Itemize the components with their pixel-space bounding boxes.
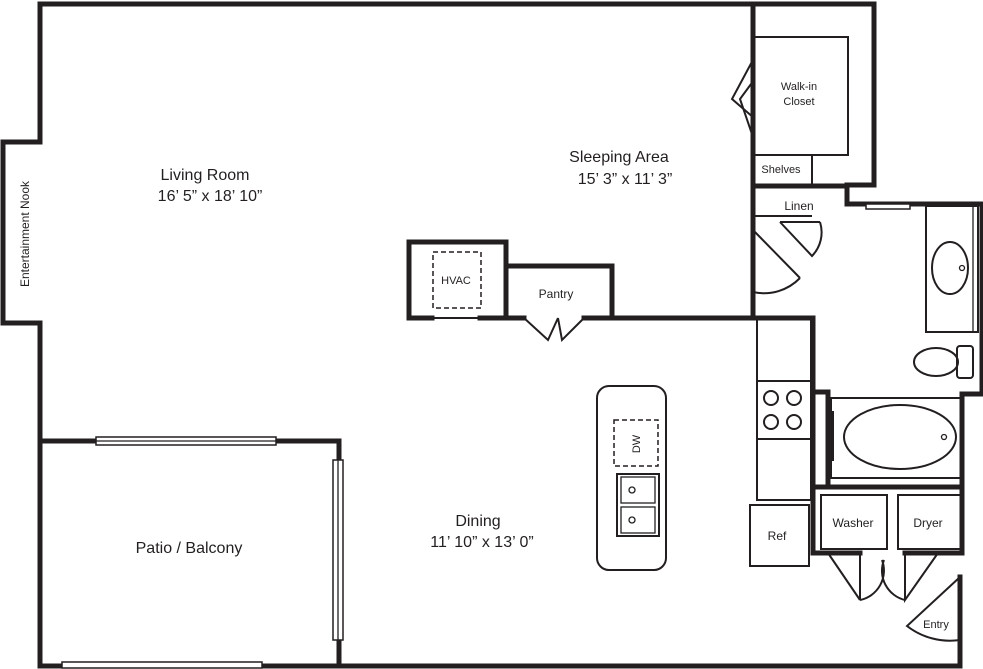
- washer: [820, 494, 888, 550]
- dishwasher: [613, 419, 659, 467]
- refrigerator-label: Ref: [768, 529, 787, 543]
- windows: [61, 203, 911, 669]
- dining-dims: 11’ 10” x 13’ 0”: [430, 534, 533, 551]
- linen-door: [779, 221, 823, 258]
- door-swings: [523, 221, 961, 642]
- kitchen-counter: [749, 317, 812, 567]
- toilet: [913, 347, 959, 377]
- patio-label: Patio / Balcony: [136, 540, 243, 557]
- kitchen-island: [596, 385, 667, 571]
- stove: [756, 380, 812, 440]
- bedroom-door: [752, 229, 801, 295]
- living-room-label: Living Room: [161, 167, 250, 184]
- vanity: [925, 205, 979, 333]
- pantry-door: [523, 317, 585, 343]
- dryer-label: Dryer: [913, 516, 942, 530]
- linen-label: Linen: [784, 199, 813, 213]
- bathroom-sink: [931, 241, 969, 295]
- bath-window: [865, 203, 911, 210]
- hvac-label: HVAC: [441, 275, 471, 287]
- dryer: [897, 494, 963, 550]
- interior-walls: [37, 183, 965, 669]
- sink: [616, 473, 660, 537]
- closet-door: [730, 57, 755, 119]
- entertainment-nook-label: Entertainment Nook: [18, 180, 32, 287]
- faucet-icon: [628, 486, 636, 494]
- living-room-dims: 16’ 5” x 18’ 10”: [158, 188, 263, 205]
- pantry-label: Pantry: [539, 287, 574, 301]
- bathtub: [830, 397, 962, 479]
- patio-railing: [61, 661, 263, 669]
- drain-icon: [940, 433, 948, 441]
- burner-icon: [763, 390, 779, 406]
- refrigerator: [749, 504, 810, 567]
- shelves-label: Shelves: [761, 164, 801, 176]
- bathroom: [826, 205, 979, 479]
- closet-area: [730, 36, 849, 217]
- burner-icon: [786, 390, 802, 406]
- walk-in-closet-label-1: Walk-in: [781, 81, 817, 93]
- burner-icon: [763, 414, 779, 430]
- labels: Living Room 16’ 5” x 18’ 10” Sleeping Ar…: [18, 81, 949, 631]
- sleeping-area-dims: 15’ 3” x 11’ 3”: [578, 171, 673, 188]
- dishwasher-label: DW: [631, 434, 643, 453]
- burner-icon: [786, 414, 802, 430]
- entry-label: Entry: [923, 619, 949, 631]
- entry-door: [905, 576, 961, 642]
- washer-label: Washer: [833, 516, 874, 530]
- laundry: [820, 494, 963, 550]
- sleeping-area-label: Sleeping Area: [569, 149, 669, 166]
- dining-label: Dining: [455, 513, 500, 530]
- walk-in-closet-label-2: Closet: [783, 96, 814, 108]
- hvac-unit: [432, 251, 482, 319]
